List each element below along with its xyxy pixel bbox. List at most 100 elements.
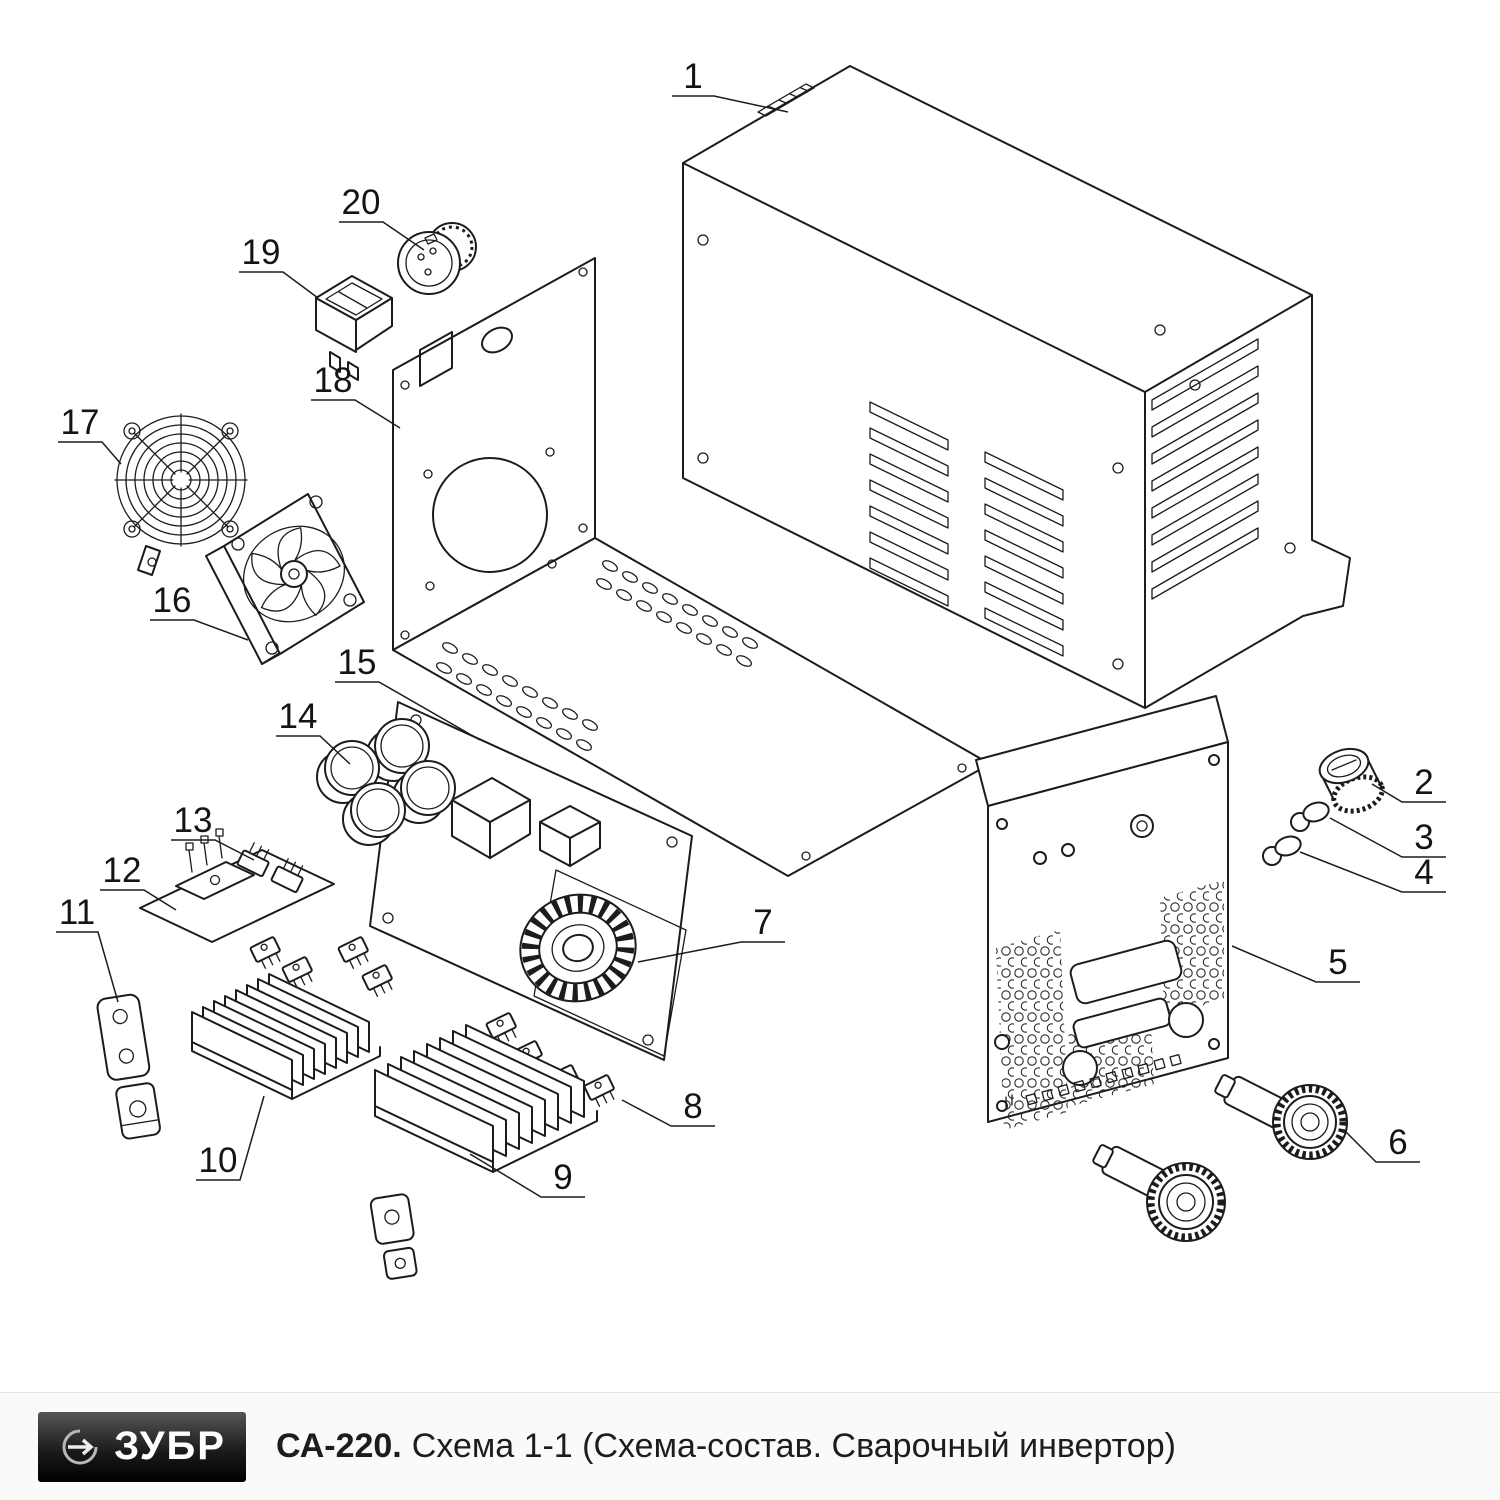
leader-line [239,271,319,299]
callout-18: 18 [311,361,401,429]
leader-line [1345,1131,1420,1163]
part-rectifier-board [139,828,335,992]
leader-line [150,619,249,641]
part-number: 17 [61,403,100,442]
vent-field [996,930,1068,1130]
terminal-markings [1005,1054,1182,1108]
oval-cutout [481,326,513,354]
part-indicator-lamp-2 [1262,835,1302,866]
callout-17: 17 [58,403,122,465]
callout-19: 19 [239,233,319,299]
part-fan [205,493,365,665]
part-number: 18 [314,361,353,400]
part-number: 10 [199,1141,238,1180]
callout-16: 16 [150,581,249,641]
leader-line [276,735,351,765]
grille-mount-ears [123,422,239,538]
leader-line [196,1095,265,1181]
leader-line [1299,851,1446,893]
label-plate [1072,997,1172,1049]
clamp-bracket [369,1193,418,1280]
callout-15: 15 [335,643,481,741]
connector-knurl [430,225,474,269]
zubr-logo: ЗУБР [38,1411,246,1482]
leader-line [171,839,255,861]
part-number: 9 [553,1158,572,1197]
callout-14: 14 [276,697,351,765]
leader-line [621,1099,715,1127]
transformer-block [451,777,531,859]
part-number: 12 [103,851,142,890]
part-number: 14 [279,697,318,736]
part-number: 4 [1414,853,1433,892]
footer: ЗУБР СА-220.Схема 1-1 (Схема-состав. Сва… [0,1392,1500,1500]
callout-2: 2 [1371,763,1446,803]
connector-flange [397,231,461,295]
connector-pins [417,233,438,276]
part-bracket [96,993,161,1140]
part-rear-panel-chassis [392,257,991,877]
leader-line [100,889,177,911]
fan-hub [280,560,308,588]
callout-20: 20 [339,183,425,251]
display-window [1069,939,1183,1005]
knob-top [1318,747,1370,785]
leader-line [1371,783,1446,803]
connector-knurl [1147,1163,1225,1241]
part-toroid-inductor [519,893,637,1003]
heatsink-base [374,1105,598,1173]
leader-line [58,441,122,465]
leader-line [1329,817,1446,858]
connector-inner-ring [405,239,453,287]
part-heatsink-left [191,973,381,1100]
leader-line [637,941,785,963]
diagram-caption: СА-220.Схема 1-1 (Схема-состав. Сварочны… [276,1427,1176,1466]
callouts: 1 2 3 4 5 6 7 8 [56,57,1446,1198]
transistor [249,935,286,972]
part-indicator-lamp-1 [1290,801,1330,832]
callout-7: 7 [637,903,785,963]
grille-foot [137,545,161,576]
connector-knurl [1273,1085,1347,1159]
part-number: 5 [1328,943,1347,982]
switch-terminals [329,351,359,381]
part-cover [682,65,1351,709]
cover-handle-slot [757,83,815,117]
part-power-connector [397,222,477,295]
fan-opening [432,457,548,573]
bridge-pins [185,828,224,873]
part-number: 15 [338,643,377,682]
fan-corner-holes [231,495,357,655]
switch-rocker [325,282,383,316]
square-cutout [419,331,453,387]
exploded-view-diagram: 1 2 3 4 5 6 7 8 [56,57,1446,1280]
part-number: 13 [174,801,213,840]
zubr-logo-icon [62,1429,98,1464]
front-panel-holes [994,754,1220,1112]
vent-field [1160,880,1224,1016]
part-output-connectors [1092,1074,1348,1242]
heatsink-base [191,1041,381,1100]
cover-edges [682,162,1313,709]
grille-foot-hole [147,557,157,567]
part-number: 19 [242,233,281,272]
part-fan-grille [114,413,248,576]
callout-9: 9 [469,1153,585,1198]
bridge-rectifier [175,861,255,900]
callout-12: 12 [100,851,177,911]
callout-11: 11 [56,893,119,1003]
model-number: СА-220. [276,1427,402,1465]
leader-line [311,399,401,429]
part-heatsink-right [374,1024,598,1173]
part-number: 6 [1388,1123,1407,1162]
callout-8: 8 [621,1087,715,1127]
cover-handle-slot-hatch [767,87,809,110]
part-number: 1 [683,57,702,96]
rear-panel-holes [400,267,967,861]
transistor [361,963,398,1000]
callout-1: 1 [672,57,789,113]
callout-13: 13 [171,801,255,861]
part-number: 20 [342,183,381,222]
part-number: 8 [683,1087,702,1126]
